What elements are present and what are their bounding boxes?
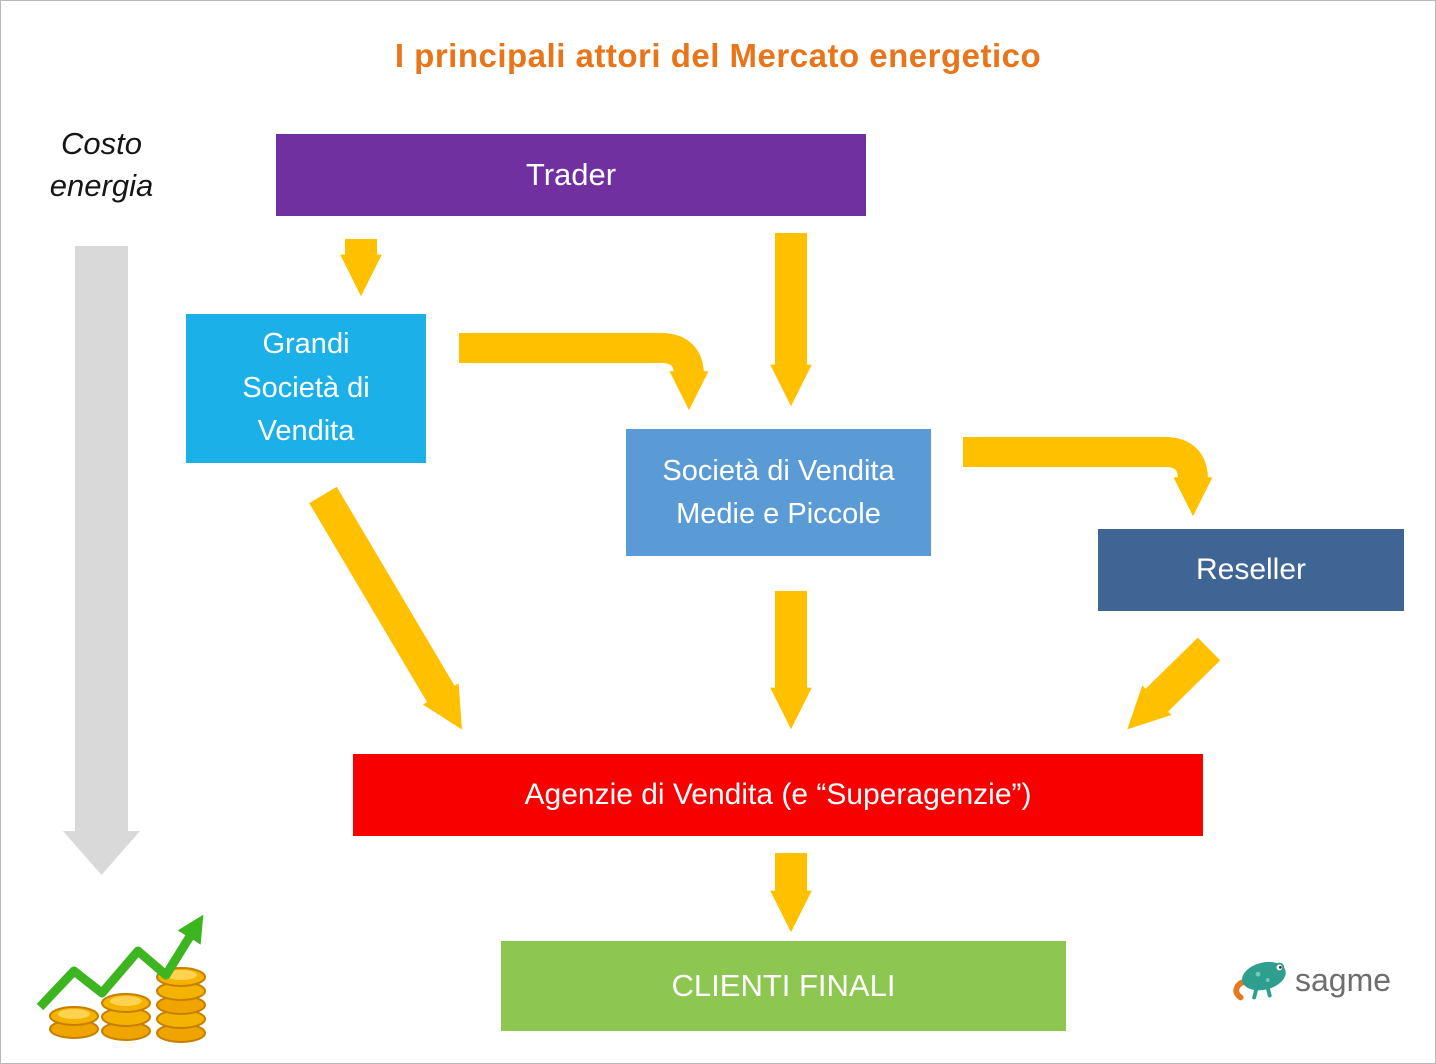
cost-energy-label: Costo energia <box>19 123 184 207</box>
node-reseller: Reseller <box>1098 529 1404 611</box>
node-societa-medie: Società di Vendita Medie e Piccole <box>626 429 931 556</box>
node-grandi-societa: Grandi Società di Vendita <box>186 314 426 463</box>
coin-stack-medium <box>101 993 151 1041</box>
arrow-grandi-societa-to-societa-medie <box>459 333 709 411</box>
node-agenzie: Agenzie di Vendita (e “Superagenzie”) <box>353 754 1203 836</box>
node-trader: Trader <box>276 134 866 216</box>
coins-growth-icon <box>26 889 226 1044</box>
cost-energy-line1: Costo <box>61 126 142 161</box>
page-title: I principali attori del Mercato energeti… <box>394 37 1042 74</box>
node-clienti-finali: CLIENTI FINALI <box>501 941 1066 1031</box>
coin-stack-small <box>49 1006 99 1039</box>
coin-stack-large <box>156 967 206 1043</box>
arrow-societa-medie-to-reseller <box>963 437 1213 517</box>
cost-energy-arrow <box>63 246 140 875</box>
arrow-grandi-societa-to-agenzie <box>309 486 462 730</box>
logo-text: sagme <box>1295 961 1392 998</box>
growth-arrow <box>36 914 204 1011</box>
coins-growth-svg <box>36 914 206 1043</box>
arrow-reseller-to-agenzie <box>1127 637 1221 730</box>
cost-energy-line2: energia <box>49 167 154 203</box>
chameleon-logo-icon <box>1233 961 1286 1001</box>
logo: sagme <box>1229 949 1391 1011</box>
